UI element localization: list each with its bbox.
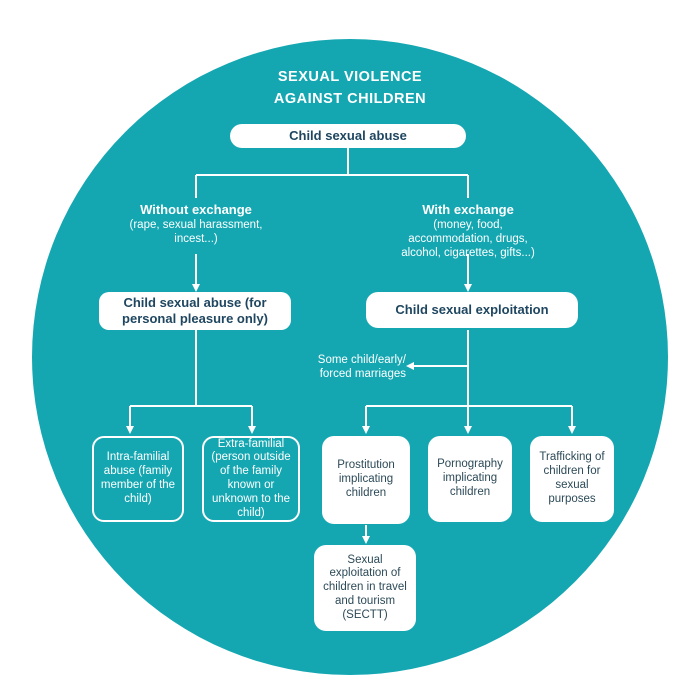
personal-pleasure-pill: Child sexual abuse (for personal pleasur… [99, 292, 291, 330]
prostitution-box: Prostitution implicating children [322, 436, 410, 524]
without-exchange-heading: Without exchange [140, 202, 252, 217]
with-exchange-detail-1: (money, food, [433, 218, 503, 231]
pornography-box: Pornography implicating children [428, 436, 512, 522]
without-exchange-detail-2: incest...) [174, 232, 218, 245]
with-exchange-label: With exchange (money, food, accommodatio… [378, 202, 558, 260]
personal-pleasure-line-2: personal pleasure only) [122, 311, 268, 326]
with-exchange-detail-2: accommodation, drugs, [408, 232, 528, 245]
child-sexual-abuse-root: Child sexual abuse [230, 124, 466, 148]
without-exchange-detail-1: (rape, sexual harassment, [129, 218, 263, 231]
title-line-2: AGAINST CHILDREN [273, 91, 427, 108]
trafficking-box: Trafficking of children for sexual purpo… [530, 436, 614, 522]
sectt-box: Sexual exploitation of children in trave… [314, 545, 416, 631]
marriages-line-1: Some child/early/ [317, 354, 406, 366]
child-sexual-exploitation-pill: Child sexual exploitation [366, 292, 578, 328]
with-exchange-heading: With exchange [422, 202, 514, 217]
without-exchange-label: Without exchange (rape, sexual harassmen… [96, 202, 296, 246]
diagram-title: SEXUAL VIOLENCE AGAINST CHILDREN [200, 66, 500, 111]
intra-familial-box: Intra-familial abuse (family member of t… [92, 436, 184, 522]
marriages-line-2: forced marriages [319, 368, 406, 381]
marriages-note: Some child/early/ forced marriages [302, 353, 406, 381]
with-exchange-detail-3: alcohol, cigarettes, gifts...) [401, 246, 535, 259]
personal-pleasure-line-1: Child sexual abuse (for [123, 295, 267, 311]
title-line-1: SEXUAL VIOLENCE [277, 69, 423, 85]
extra-familial-box: Extra-familial (person outside of the fa… [202, 436, 300, 522]
